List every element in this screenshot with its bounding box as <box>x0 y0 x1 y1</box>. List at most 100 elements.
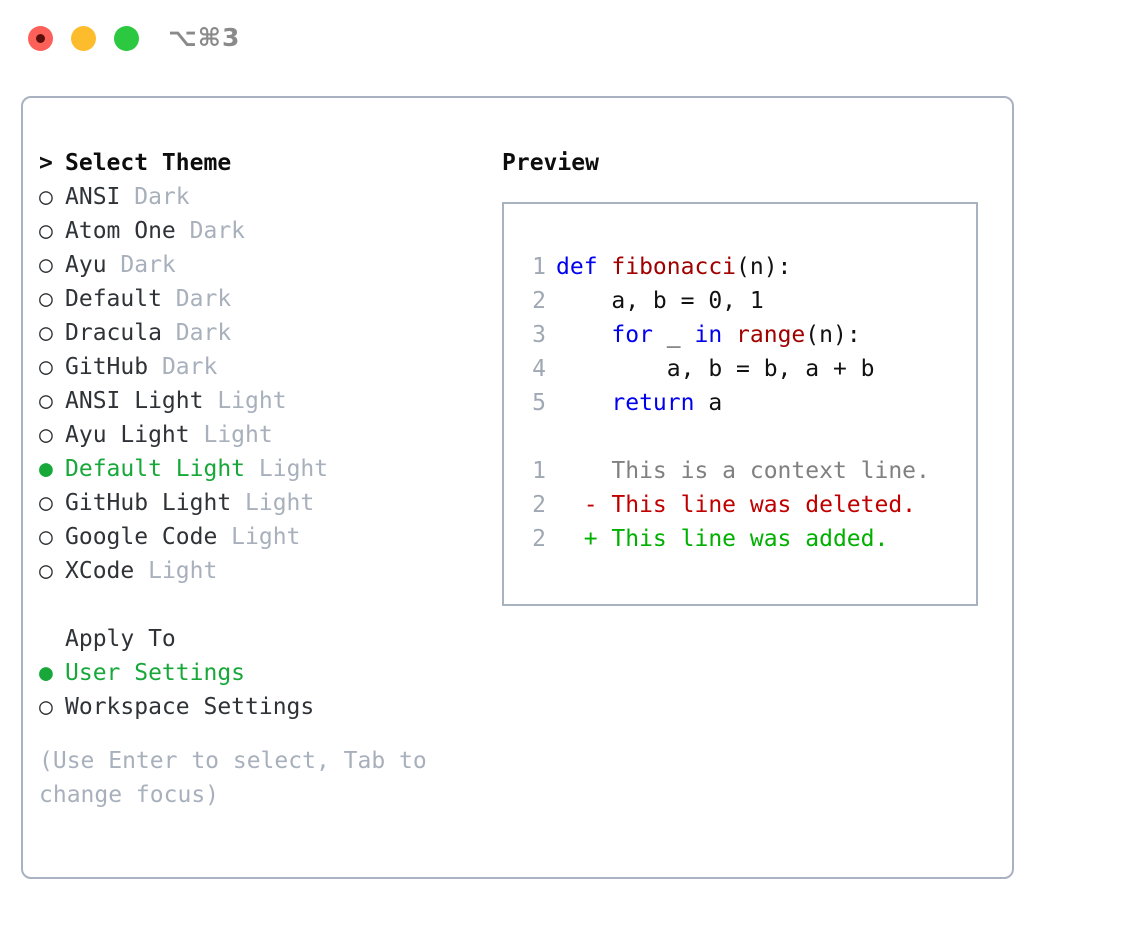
radio-unselected-icon[interactable]: ○ <box>39 388 53 414</box>
theme-list-item[interactable]: ○Ayu Light Light <box>39 418 489 452</box>
title-bar: ⌥⌘3 <box>0 0 1140 78</box>
code-line-text: def fibonacci(n): <box>556 250 791 284</box>
close-button[interactable] <box>28 26 53 51</box>
code-line-number: 3 <box>532 322 546 348</box>
recording-indicator-icon <box>36 34 45 43</box>
diff-line: 2 - This line was deleted. <box>516 488 976 522</box>
code-line-number: 1 <box>532 254 546 280</box>
code-token: def <box>556 254 612 280</box>
theme-name-label: Default Light <box>65 456 259 482</box>
radio-selected-icon[interactable]: ● <box>39 456 53 482</box>
code-token: _ <box>652 322 695 348</box>
theme-mode-tag: Dark <box>189 218 246 244</box>
theme-name-label: GitHub Light <box>65 490 246 516</box>
apply-to-marker-placeholder-icon: ○ <box>39 622 65 656</box>
radio-unselected-icon[interactable]: ○ <box>39 524 53 550</box>
theme-list-item[interactable]: ● Default Light Light <box>39 452 489 486</box>
code-token: a <box>694 390 723 416</box>
theme-mode-tag: Light <box>217 388 287 414</box>
radio-unselected-icon[interactable]: ○ <box>39 694 53 720</box>
radio-unselected-icon[interactable]: ○ <box>39 490 53 516</box>
diff-line-number: 2 <box>532 526 546 552</box>
theme-name-label: Default <box>65 286 176 312</box>
maximize-button[interactable] <box>114 26 139 51</box>
code-token <box>556 390 611 416</box>
radio-unselected-icon[interactable]: ○ <box>39 286 53 312</box>
minimize-button[interactable] <box>71 26 96 51</box>
code-line-number: 4 <box>532 356 546 382</box>
theme-list-item[interactable]: ○ ANSI Light Light <box>39 384 489 418</box>
radio-unselected-icon[interactable]: ○ <box>39 218 53 244</box>
radio-unselected-icon[interactable]: ○ <box>39 252 53 278</box>
theme-mode-tag: Light <box>258 456 329 482</box>
theme-list-item[interactable]: ○ ANSI Dark <box>39 180 489 214</box>
code-token: (n): <box>736 254 792 280</box>
theme-list-item[interactable]: ○ Dracula Dark <box>39 316 489 350</box>
theme-name-label: Atom One <box>65 218 190 244</box>
code-line-text: a, b = 0, 1 <box>556 284 764 318</box>
apply-to-item-label: User Settings <box>65 660 246 686</box>
list-spacer <box>39 588 489 622</box>
code-line-number: 2 <box>532 288 546 314</box>
theme-mode-tag: Dark <box>175 286 232 312</box>
apply-to-item[interactable]: ○ Workspace Settings <box>39 690 489 724</box>
theme-list-item[interactable]: ○ GitHub Light Light <box>39 486 489 520</box>
caret-icon: > <box>39 150 53 176</box>
apply-to-header: ○ Apply To <box>39 622 489 656</box>
theme-list-item[interactable]: ○ GitHub Dark <box>39 350 489 384</box>
code-line-text: for _ in range(n): <box>556 318 861 352</box>
theme-mode-tag: Light <box>231 524 301 550</box>
code-token: a, b = 0, 1 <box>556 288 764 314</box>
traffic-lights <box>28 26 139 51</box>
apply-to-item[interactable]: ● User Settings <box>39 656 489 690</box>
radio-selected-icon[interactable]: ● <box>39 660 53 686</box>
code-token: in <box>694 322 723 348</box>
code-token <box>722 322 736 348</box>
apply-to-item-label: Workspace Settings <box>65 694 315 720</box>
theme-list-item[interactable]: ○ Default Dark <box>39 282 489 316</box>
theme-mode-tag: Dark <box>134 184 190 210</box>
code-token: return <box>611 390 695 416</box>
code-line: 2 a, b = 0, 1 <box>516 284 976 318</box>
theme-mode-tag: Dark <box>120 252 176 278</box>
diff-line-number: 1 <box>532 458 546 484</box>
code-token <box>556 322 611 348</box>
code-line: 3 for _ in range(n): <box>516 318 976 352</box>
radio-unselected-icon[interactable]: ○ <box>39 354 53 380</box>
theme-list-item[interactable]: ○ Google Code Light <box>39 520 489 554</box>
keyboard-hint-text: (Use Enter to select, Tab to change focu… <box>39 748 427 808</box>
theme-name-label: Google Code <box>65 524 232 550</box>
diff-line: 1 This is a context line. <box>516 454 976 488</box>
select-theme-label: Select Theme <box>65 150 232 176</box>
theme-name-label: ANSI Light <box>65 388 218 414</box>
code-line-number: 5 <box>532 390 546 416</box>
theme-list-item[interactable]: ○Ayu Dark <box>39 248 489 282</box>
theme-picker-column: > Select Theme ○ANSI Dark○Atom One Dark○… <box>39 146 489 812</box>
theme-list-item[interactable]: ○ Atom One Dark <box>39 214 489 248</box>
code-diff-separator <box>516 420 976 454</box>
theme-mode-tag: Dark <box>161 354 218 380</box>
theme-name-label: ANSI <box>65 184 135 210</box>
radio-unselected-icon[interactable]: ○ <box>39 184 53 210</box>
diff-sample: 1 This is a context line.2 - This line w… <box>516 454 976 556</box>
code-token: range <box>736 322 806 348</box>
code-line: 1 def fibonacci(n): <box>516 250 976 284</box>
theme-list-item[interactable]: ○XCode Light <box>39 554 489 588</box>
code-token: (n): <box>805 322 861 348</box>
theme-name-label: Ayu Light <box>65 422 204 448</box>
apply-to-label: Apply To <box>65 626 176 652</box>
radio-unselected-icon[interactable]: ○ <box>39 558 53 584</box>
theme-mode-tag: Light <box>245 490 315 516</box>
theme-name-label: Dracula <box>65 320 176 346</box>
theme-mode-tag: Dark <box>175 320 232 346</box>
diff-line-text: This is a context line. <box>556 458 930 484</box>
theme-name-label: GitHub <box>65 354 162 380</box>
radio-unselected-icon[interactable]: ○ <box>39 422 53 448</box>
diff-line-text: - This line was deleted. <box>556 492 917 518</box>
radio-unselected-icon[interactable]: ○ <box>39 320 53 346</box>
theme-list: ○ANSI Dark○Atom One Dark○Ayu Dark○Defaul… <box>39 180 489 588</box>
